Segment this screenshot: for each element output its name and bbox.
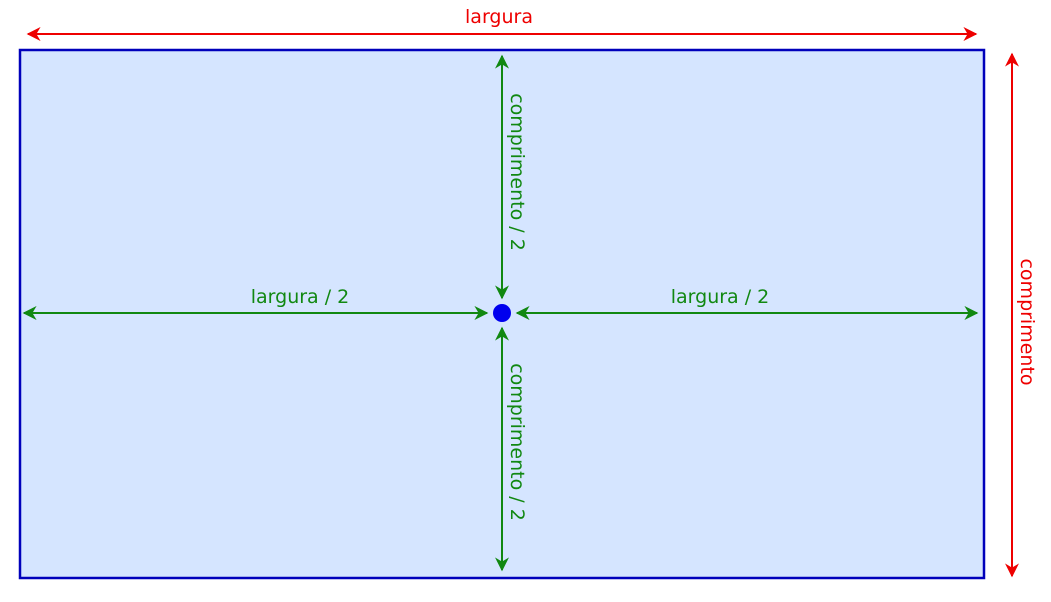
half-width-left-label: largura / 2 bbox=[251, 286, 350, 308]
total-length-label: comprimento bbox=[1016, 258, 1038, 385]
center-point bbox=[493, 304, 511, 322]
half-length-bottom-label: comprimento / 2 bbox=[506, 363, 528, 521]
half-width-right-label: largura / 2 bbox=[671, 286, 770, 308]
total-width-label: largura bbox=[465, 6, 533, 28]
half-length-top-label: comprimento / 2 bbox=[506, 93, 528, 251]
